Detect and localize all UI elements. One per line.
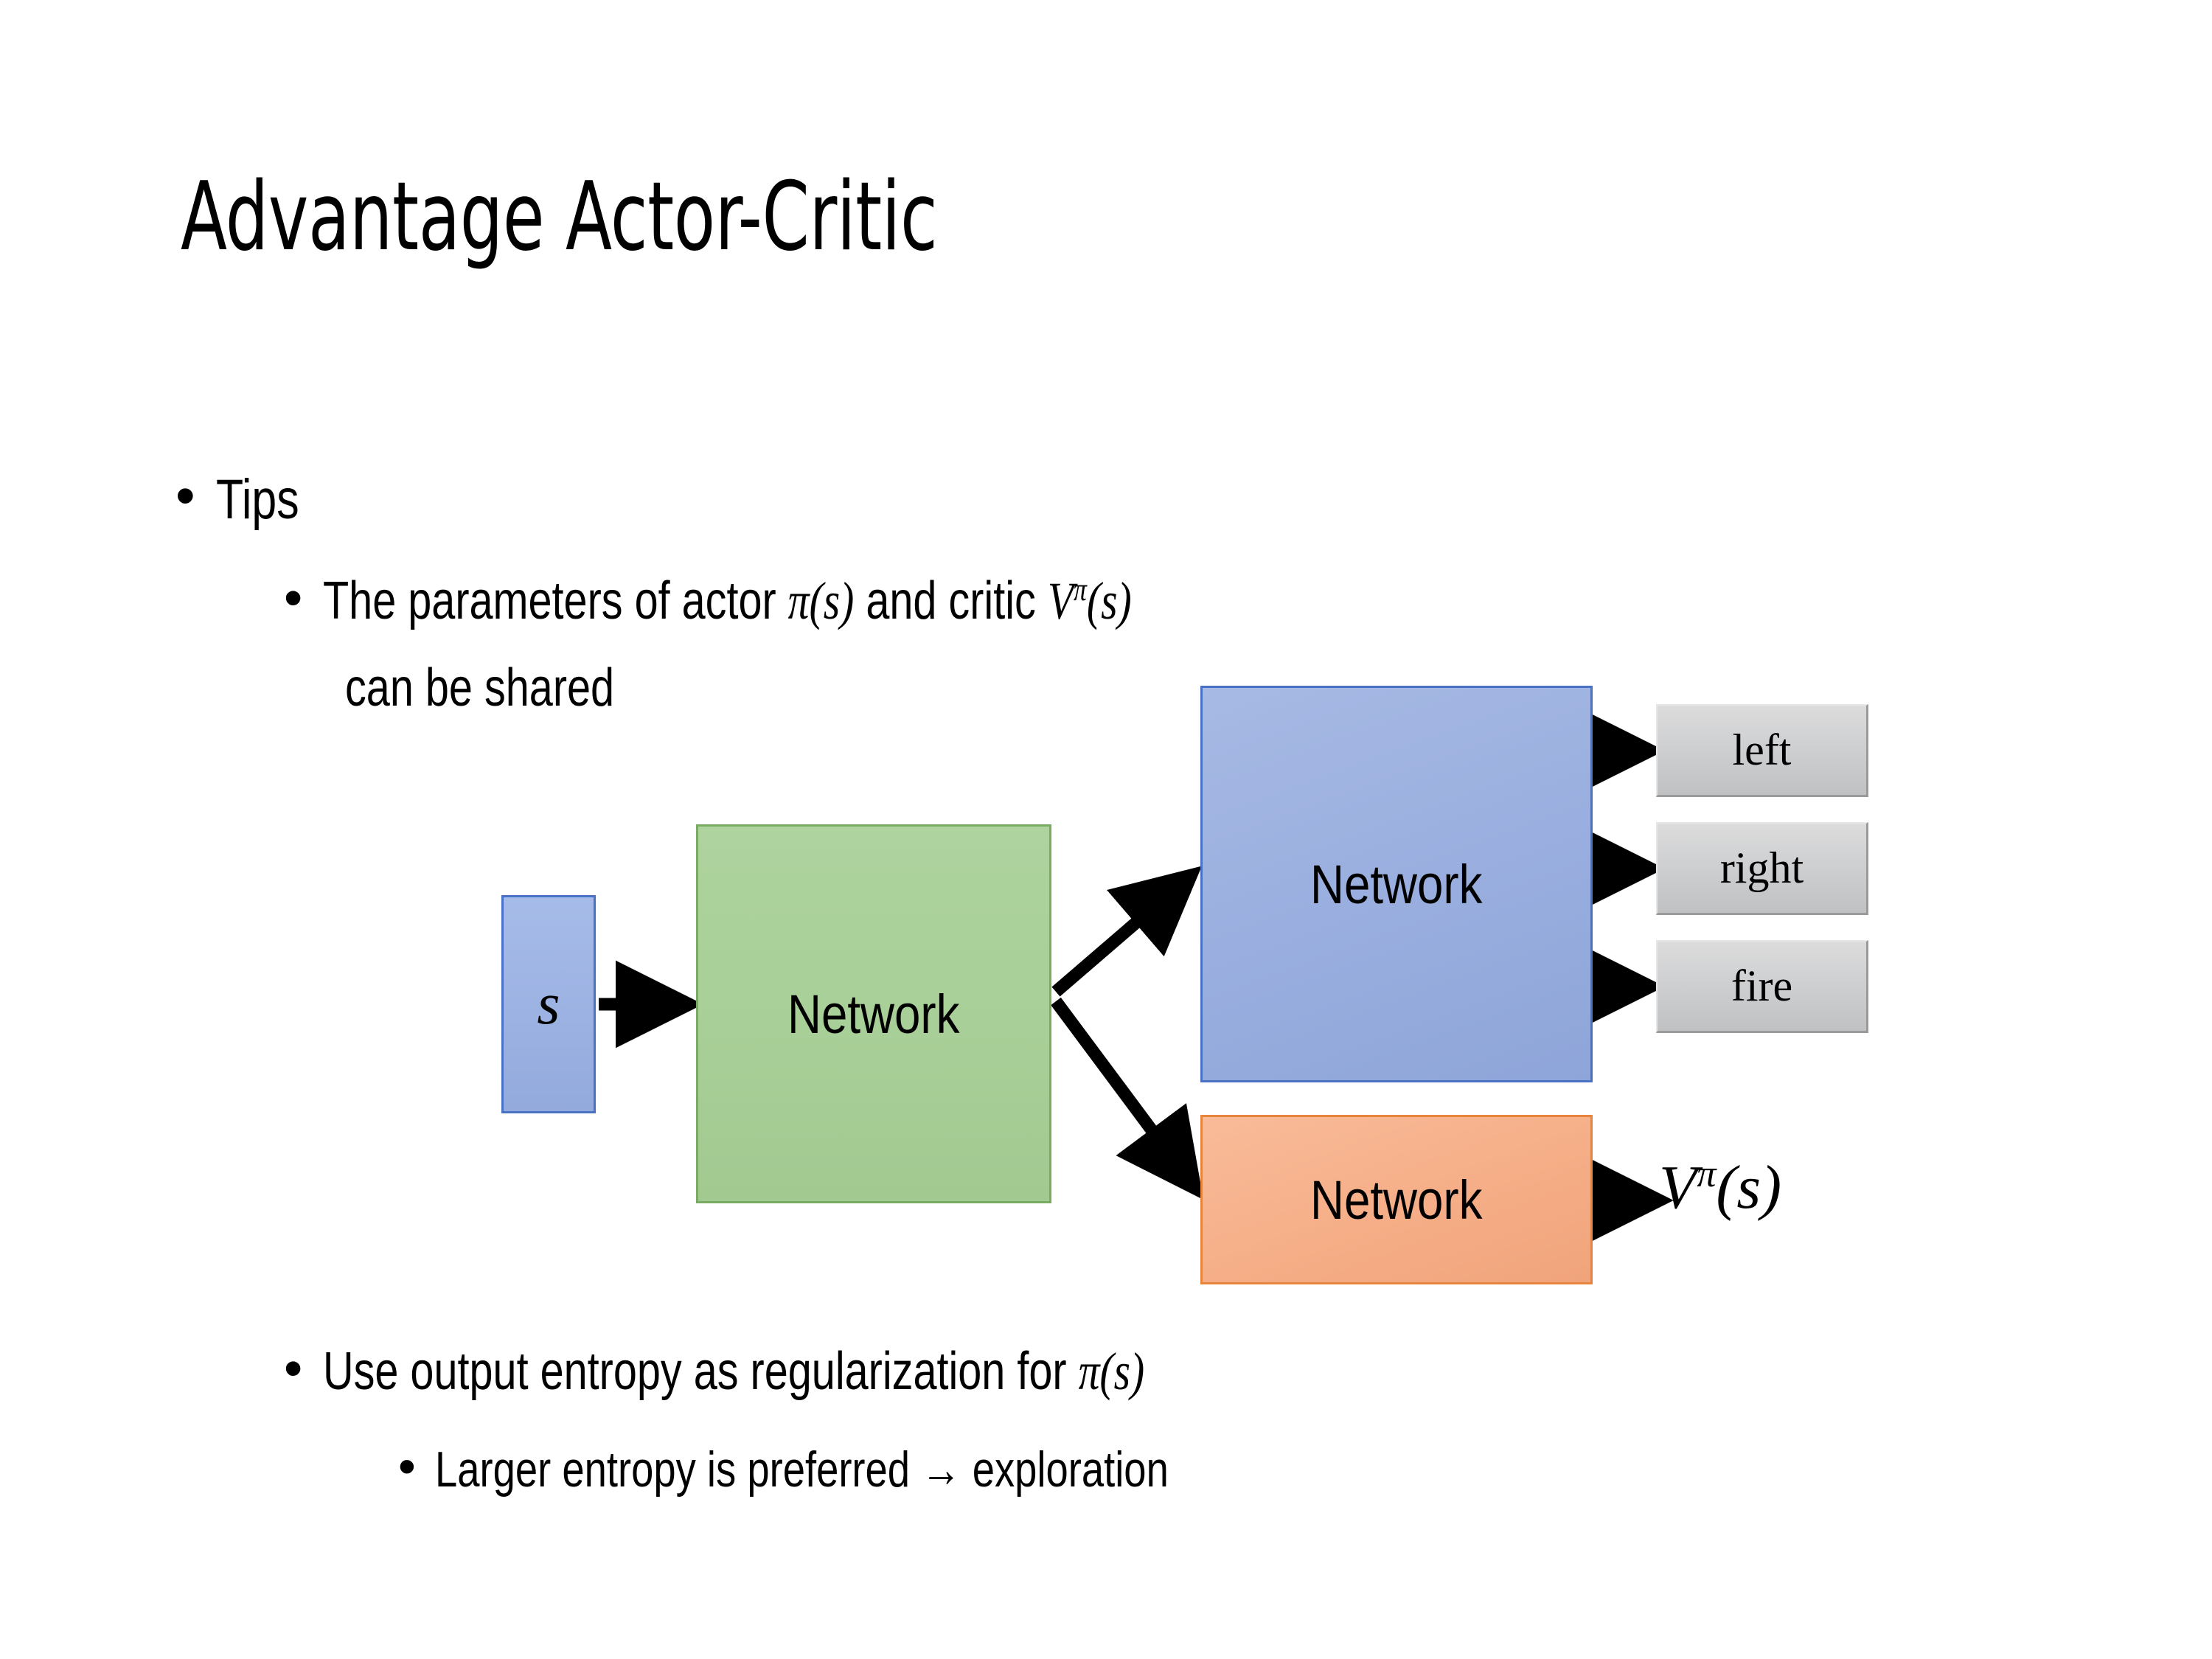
bullet-larger-entropy-label: Larger entropy is preferred → exploratio…: [434, 1441, 1169, 1498]
value-output-argument: (s): [1716, 1153, 1782, 1222]
math-v-symbol: V: [1047, 571, 1074, 630]
math-pi-of-s: π(s): [1078, 1342, 1144, 1401]
bullet-parameters-line2: can be shared: [345, 658, 681, 718]
action-output-left-label: left: [1732, 726, 1792, 774]
math-pi-of-s: π(s): [787, 571, 854, 630]
value-output-superscript-pi: π: [1697, 1153, 1717, 1195]
bullet-parameters-text-1: The parameters of actor: [322, 571, 788, 630]
bullet-tips: • Tips: [175, 465, 320, 532]
action-output-fire-label: fire: [1731, 961, 1793, 1010]
action-output-left[interactable]: left: [1656, 704, 1868, 797]
arrow-shared-to-actor-network: [1051, 866, 1203, 997]
bullet-tips-label: Tips: [216, 468, 300, 531]
bullet-entropy-label: Use output entropy as regularization for…: [323, 1342, 1144, 1402]
bullet-parameters-line1: The parameters of actor π(s) and critic …: [323, 571, 1132, 631]
bullet-entropy-regularization: • Use output entropy as regularization f…: [284, 1342, 1349, 1402]
arrow-shared-to-critic-network: [1051, 997, 1204, 1200]
shared-network-box[interactable]: Network: [696, 824, 1051, 1203]
shared-network-label: Network: [787, 983, 960, 1045]
bullet-marker-icon: •: [284, 568, 303, 627]
bullet-larger-entropy: • Larger entropy is preferred → explorat…: [398, 1441, 1352, 1498]
bullet-parameters-text-2: and critic: [853, 571, 1048, 630]
input-state-box[interactable]: s: [501, 895, 596, 1113]
bullet-parameters-continuation: can be shared: [345, 658, 615, 717]
bullet-marker-icon: •: [398, 1439, 416, 1495]
bullet-entropy-text: Use output entropy as regularization for: [322, 1342, 1079, 1401]
action-output-fire[interactable]: fire: [1656, 940, 1868, 1033]
bullet-marker-icon: •: [284, 1339, 303, 1398]
value-output-label: Vπ(s): [1659, 1152, 1781, 1223]
action-output-right[interactable]: right: [1656, 822, 1868, 915]
actor-network-label: Network: [1310, 853, 1483, 915]
page-title: Advantage Actor-Critic: [181, 162, 938, 272]
critic-network-label: Network: [1310, 1169, 1483, 1231]
action-output-right-label: right: [1719, 844, 1804, 892]
bullet-marker-icon: •: [175, 465, 195, 527]
actor-network-box[interactable]: Network: [1200, 686, 1593, 1082]
critic-network-box[interactable]: Network: [1200, 1115, 1593, 1284]
math-v-argument: (s): [1086, 571, 1132, 630]
math-v-superscript-pi: π: [1073, 571, 1087, 608]
input-state-label: s: [537, 971, 560, 1037]
value-output-symbol: V: [1659, 1153, 1697, 1222]
bullet-parameters-shared: • The parameters of actor π(s) and criti…: [284, 571, 1333, 631]
